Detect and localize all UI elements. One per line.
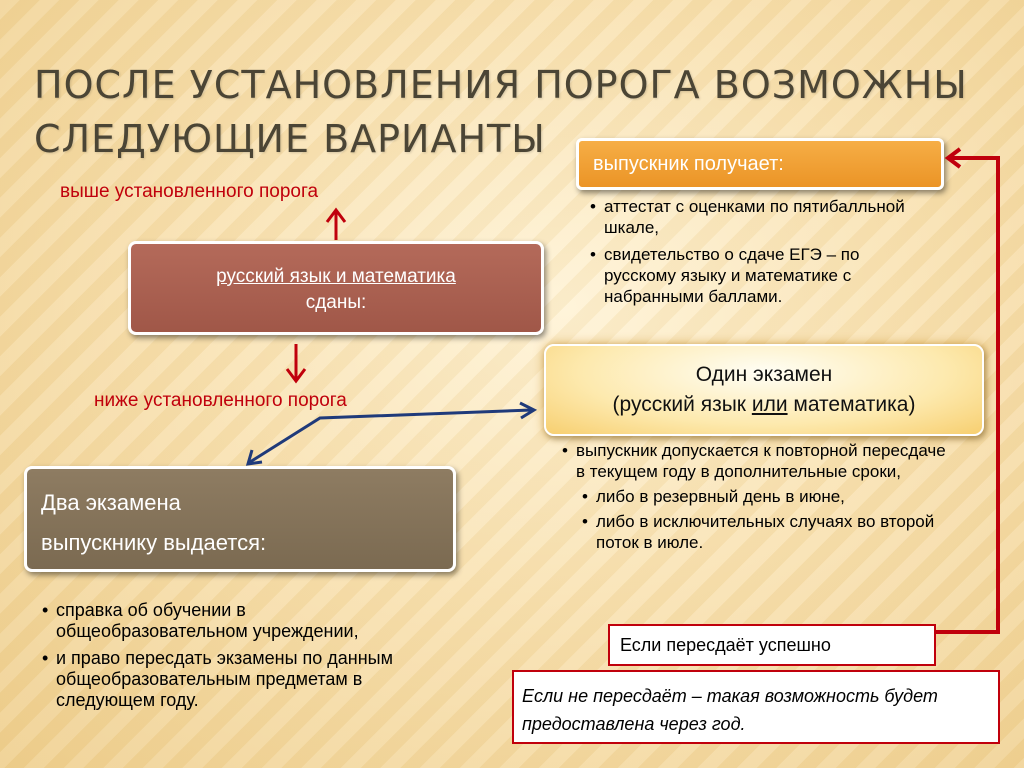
two-exams-title: Два экзамена	[41, 490, 181, 515]
arrow-down-icon	[285, 344, 307, 384]
two-exams-box: Два экзамена выпускнику выдается:	[24, 466, 456, 572]
title-line-2: следующие варианты	[34, 117, 546, 161]
subtitle-or: или	[751, 393, 788, 416]
two-exams-subtitle: выпускнику выдается:	[41, 530, 267, 555]
title-line-1: После установления порога возможны	[34, 63, 968, 107]
rus-math-passed: сданы:	[305, 292, 367, 313]
list-item: и право пересдать экзамены по данным общ…	[40, 648, 420, 711]
list-item: аттестат с оценками по пятибалльной шкал…	[588, 196, 918, 238]
one-exam-title: Один экзамен	[695, 363, 833, 386]
rus-math-box: русский язык и математика сданы:	[128, 241, 544, 335]
one-exam-subtitle: (русский язык или математика)	[546, 390, 982, 420]
page-title: После установления порога возможны следу…	[34, 58, 994, 166]
below-threshold-label: ниже установленного порога	[94, 390, 347, 411]
arrow-up-icon	[325, 207, 347, 240]
list-item: справка об обучении в общеобразовательно…	[40, 600, 420, 642]
rus-math-subjects: русский язык и математика	[216, 266, 456, 287]
subtitle-part: (русский язык	[612, 393, 752, 416]
subtitle-part: математика)	[787, 393, 916, 416]
retake-loop-arrow-icon	[936, 147, 1000, 634]
graduate-receives-box: выпускник получает:	[576, 138, 944, 190]
above-threshold-label: выше установленного порога	[60, 181, 319, 202]
blue-split-arrow-icon	[245, 401, 538, 466]
one-exam-box: Один экзамен (русский язык или математик…	[544, 344, 984, 436]
retake-fail-box: Если не пересдаёт – такая возможность бу…	[512, 670, 1000, 744]
one-exam-list: выпускник допускается к повторной пересд…	[560, 440, 950, 559]
list-item: либо в резервный день в июне,	[580, 486, 950, 507]
retake-success-box: Если пересдаёт успешно	[608, 624, 936, 666]
two-exams-list: справка об обучении в общеобразовательно…	[40, 600, 420, 717]
graduate-receives-list: аттестат с оценками по пятибалльной шкал…	[588, 196, 918, 313]
list-item: либо в исключительных случаях во второй …	[580, 511, 946, 553]
list-item: свидетельство о сдаче ЕГЭ – по русскому …	[588, 244, 918, 307]
list-item: выпускник допускается к повторной пересд…	[560, 440, 950, 482]
